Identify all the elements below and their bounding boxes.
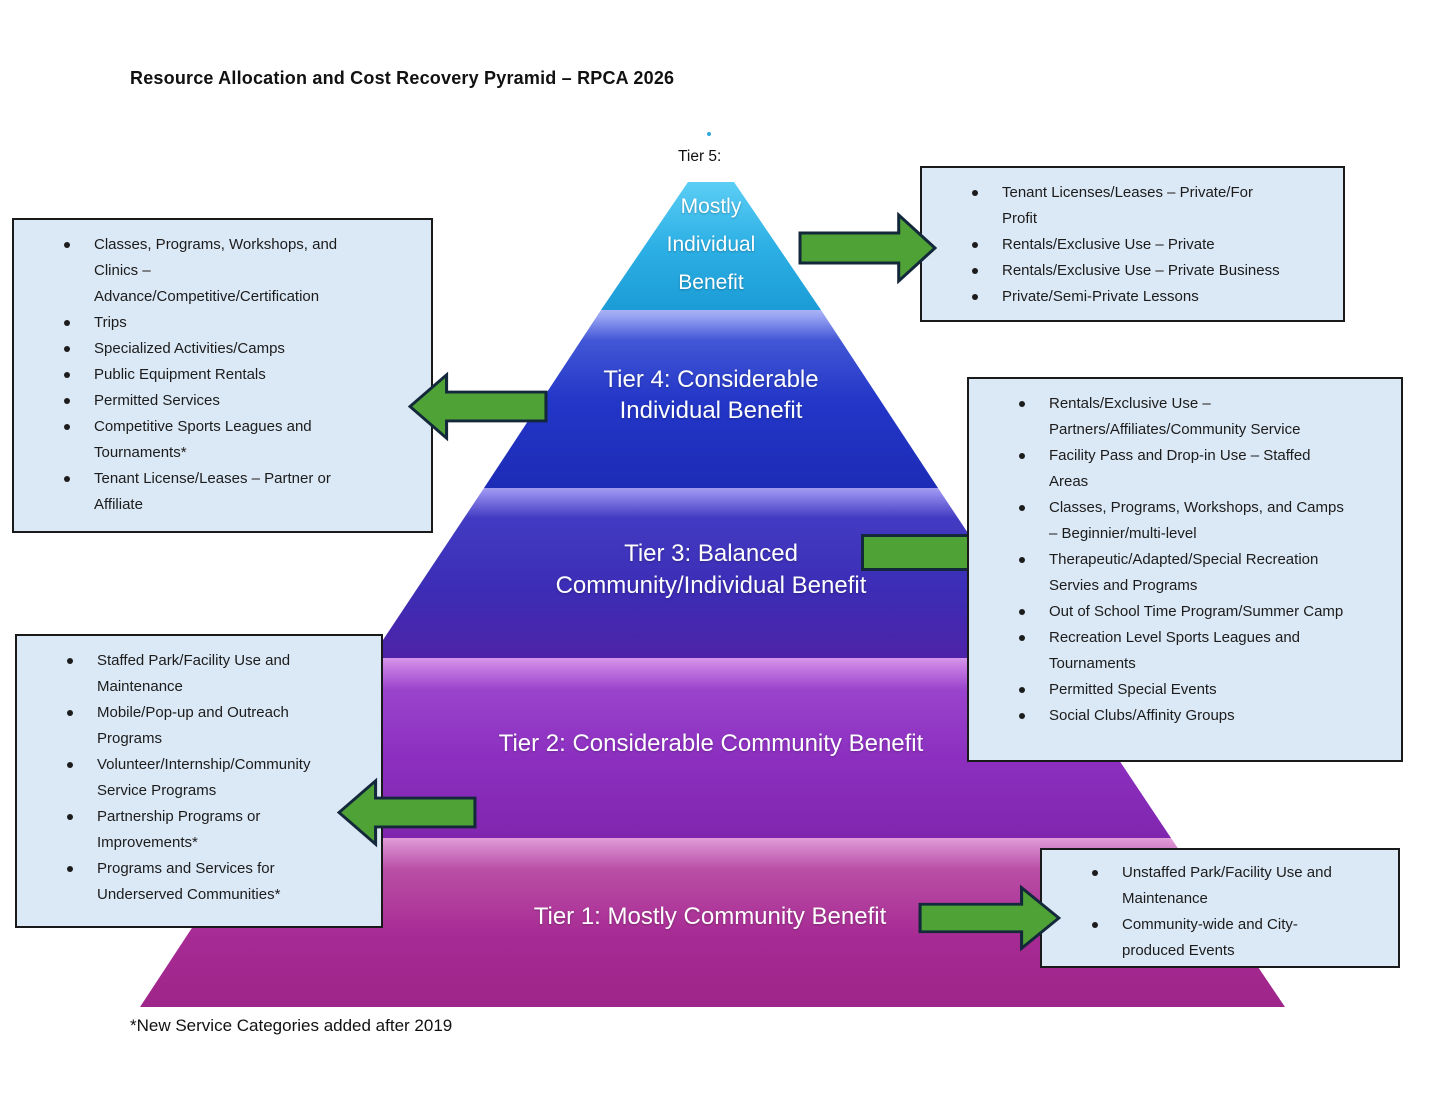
list-item: Classes, Programs, Workshops, and Clinic…: [64, 232, 423, 310]
green-arrow-right-icon: [918, 884, 1063, 952]
tier4-label: Tier 4: Considerable Individual Benefit: [603, 366, 819, 424]
tier4-callout-box: Classes, Programs, Workshops, and Clinic…: [12, 218, 433, 533]
list-item: Rentals/Exclusive Use – Private: [972, 232, 1335, 258]
green-arrow-right-icon: [798, 211, 939, 285]
tier5-callout-list: Tenant Licenses/Leases – Private/For Pro…: [922, 168, 1343, 310]
green-arrow-left-icon: [406, 371, 548, 442]
list-item: Unstaffed Park/Facility Use and Maintena…: [1092, 860, 1390, 912]
list-item: Out of School Time Program/Summer Camp: [1019, 599, 1393, 625]
list-item: Specialized Activities/Camps: [64, 336, 423, 362]
list-item: Programs and Services for Underserved Co…: [67, 856, 373, 908]
list-item: Therapeutic/Adapted/Special Recreation S…: [1019, 547, 1393, 599]
tier4-callout-list: Classes, Programs, Workshops, and Clinic…: [14, 220, 431, 518]
list-item: Social Clubs/Affinity Groups: [1019, 703, 1393, 729]
list-item: Tenant License/Leases – Partner or Affil…: [64, 466, 423, 518]
list-item: Facility Pass and Drop-in Use – Staffed …: [1019, 443, 1393, 495]
list-item: Public Equipment Rentals: [64, 362, 423, 388]
list-item: Private/Semi-Private Lessons: [972, 284, 1335, 310]
green-arrow-left-icon: [335, 777, 477, 848]
list-item: Rentals/Exclusive Use – Partners/Affilia…: [1019, 391, 1393, 443]
list-item: Volunteer/Internship/Community Service P…: [67, 752, 373, 804]
tier3-callout-box: Rentals/Exclusive Use – Partners/Affilia…: [967, 377, 1403, 762]
tier3-label: Tier 3: Balanced Community/Individual Be…: [555, 540, 867, 599]
list-item: Trips: [64, 310, 423, 336]
pyramid-tier3-segment: [371, 488, 1051, 658]
list-item: Tenant Licenses/Leases – Private/For Pro…: [972, 180, 1335, 232]
list-item: Classes, Programs, Workshops, and Camps …: [1019, 495, 1393, 547]
list-item: Rentals/Exclusive Use – Private Business: [972, 258, 1335, 284]
tier5-label: Mostly Individual Benefit: [666, 195, 756, 294]
tier1-callout-box: Unstaffed Park/Facility Use and Maintena…: [1040, 848, 1400, 968]
apex-dot: [707, 132, 711, 136]
page-title: Resource Allocation and Cost Recovery Py…: [130, 68, 675, 88]
green-arrow-bar-icon: [861, 534, 971, 571]
list-item: Permitted Special Events: [1019, 677, 1393, 703]
list-item: Partnership Programs or Improvements*: [67, 804, 373, 856]
tier5-caption: Tier 5:: [678, 148, 722, 165]
tier2-callout-box: Staffed Park/Facility Use and Maintenanc…: [15, 634, 383, 928]
tier5-callout-box: Tenant Licenses/Leases – Private/For Pro…: [920, 166, 1345, 322]
list-item: Staffed Park/Facility Use and Maintenanc…: [67, 648, 373, 700]
tier1-label: Tier 1: Mostly Community Benefit: [533, 903, 887, 930]
list-item: Community-wide and City- produced Events: [1092, 912, 1390, 964]
footnote: *New Service Categories added after 2019: [130, 1016, 453, 1035]
tier3-callout-list: Rentals/Exclusive Use – Partners/Affilia…: [969, 379, 1401, 729]
list-item: Recreation Level Sports Leagues and Tour…: [1019, 625, 1393, 677]
list-item: Competitive Sports Leagues and Tournamen…: [64, 414, 423, 466]
list-item: Mobile/Pop-up and Outreach Programs: [67, 700, 373, 752]
tier1-callout-list: Unstaffed Park/Facility Use and Maintena…: [1042, 850, 1398, 964]
tier2-callout-list: Staffed Park/Facility Use and Maintenanc…: [17, 636, 381, 908]
tier2-label: Tier 2: Considerable Community Benefit: [498, 730, 924, 757]
list-item: Permitted Services: [64, 388, 423, 414]
